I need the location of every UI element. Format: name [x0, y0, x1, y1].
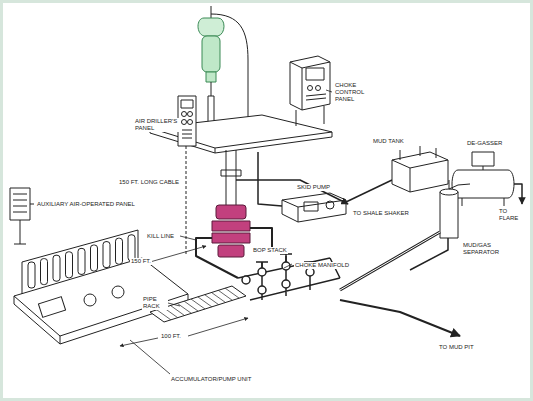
kill-line [196, 238, 238, 278]
accumulator-unit [14, 230, 188, 344]
cable [211, 6, 212, 18]
part-label: DE-GASSER [466, 140, 503, 147]
part-label: ACCUMULATOR/PUMP UNIT [170, 376, 252, 383]
part-label: TO SHALE SHAKER [352, 210, 410, 217]
pump-line [346, 180, 392, 202]
mud-gas-separator [440, 180, 470, 238]
travelling-block [198, 18, 224, 82]
pump-suction [258, 152, 282, 206]
leader [326, 90, 332, 92]
part-label: SKID PUMP [296, 184, 331, 191]
auxiliary-panel [10, 188, 30, 244]
leader [30, 204, 34, 205]
skid-pump [282, 193, 346, 222]
flange [221, 170, 241, 176]
de-gasser [452, 152, 514, 206]
part-label: AIR DRILLER'S PANEL [134, 118, 180, 132]
choke-line [250, 228, 272, 248]
accumulator-bottle [53, 255, 60, 281]
part-label: BOP STACK [252, 247, 288, 254]
dimension-line [120, 338, 158, 346]
part-label: CHOKE MANIFOLD [294, 262, 350, 269]
part-label: TO MUD PIT [438, 344, 475, 351]
part-label: MUD/GAS SEPARATOR [462, 242, 504, 256]
choke-manifold [238, 254, 340, 300]
accumulator-bottle [91, 245, 98, 271]
part-label: 150 FT. [130, 258, 152, 265]
leader [130, 340, 170, 374]
mud-tank [392, 146, 448, 192]
bop-stack [212, 205, 250, 257]
accumulator-bottle [78, 248, 85, 274]
spacer [462, 300, 463, 336]
drillers-panel [178, 96, 196, 146]
separator-drain [410, 238, 448, 270]
leader [284, 264, 292, 268]
accumulator-bottle [116, 238, 123, 264]
riser [226, 150, 236, 205]
separator-line [340, 232, 440, 290]
part-label: 150 FT. LONG CABLE [118, 179, 180, 186]
leader [180, 236, 196, 240]
flare-line [514, 184, 522, 204]
part-label: AUXILIARY AIR-OPERATED PANEL [36, 201, 136, 208]
accumulator-bottle [103, 242, 110, 268]
rack-slat [225, 288, 239, 298]
part-label: TO FLARE [498, 208, 526, 222]
dimension-line [188, 318, 248, 336]
accumulator-bottle [28, 262, 35, 288]
part-label: KILL LINE [146, 233, 175, 240]
separator-line-bore [340, 232, 440, 290]
accumulator-bottle [41, 259, 48, 285]
dimension-line [150, 246, 206, 262]
mud-pit-line [340, 300, 460, 336]
part-label: MUD TANK [372, 138, 405, 145]
flow-line [236, 180, 348, 204]
choke-control-panel [290, 56, 330, 126]
accumulator-bottle [128, 235, 135, 261]
part-label: CHOKE CONTROL PANEL [334, 82, 370, 103]
part-label: 100 FT. [160, 333, 182, 340]
accumulator-bottle [66, 252, 73, 278]
kelly [208, 82, 214, 124]
part-label: PIPE RACK [142, 296, 168, 310]
